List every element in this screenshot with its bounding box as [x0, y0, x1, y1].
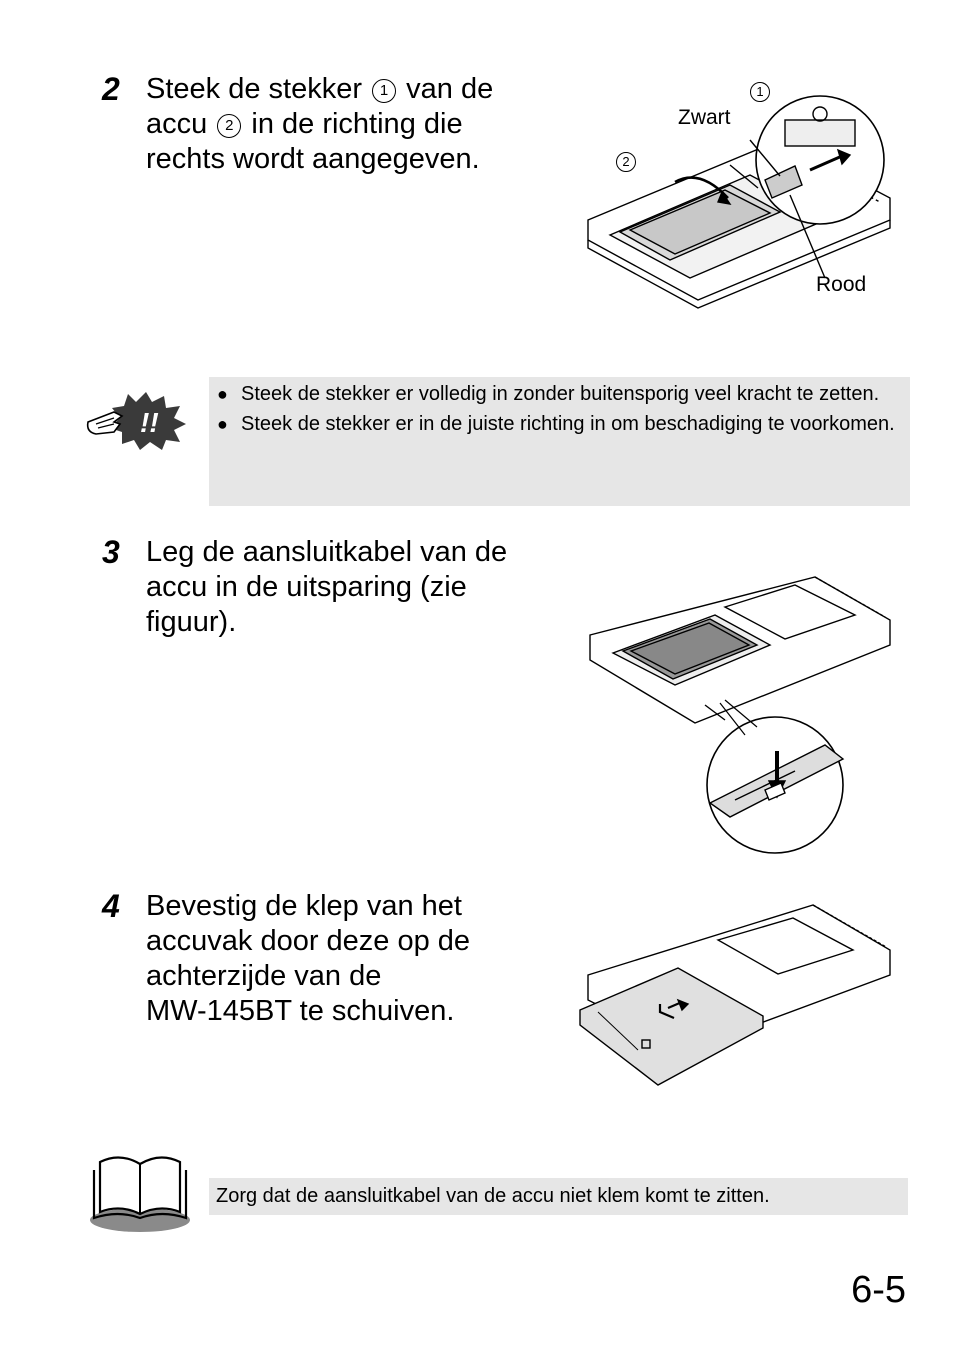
bullet-icon: ● [217, 384, 228, 404]
step-number: 4 [102, 888, 120, 924]
figure-cover-attach [578, 900, 898, 1105]
label-black: Zwart [678, 106, 731, 129]
step-text-line: Bevestig de klep van het [146, 890, 462, 922]
step-text: Bevestig de klep van het accuvak door de… [146, 889, 566, 1029]
circled-number-2: 2 [616, 152, 636, 172]
label-red: Rood [816, 273, 867, 296]
svg-text:!!: !! [140, 407, 159, 438]
device-illustration [587, 95, 891, 309]
step-text-line: Leg de aansluitkabel van de [146, 536, 508, 568]
step-text-part: in de richting die [251, 108, 463, 140]
bullet-icon: ● [217, 414, 228, 434]
caution-icon: !! [84, 388, 190, 452]
device-illustration [579, 904, 891, 1086]
step-text-line: rechts wordt aangegeven. [146, 143, 480, 175]
step-text-line: figuur). [146, 606, 237, 638]
step-text-line: achterzijde van de [146, 960, 382, 992]
note-text: Zorg dat de aansluitkabel van de accu ni… [216, 1185, 770, 1207]
step-text-part: van de [406, 73, 494, 105]
list-item: ● Steek de stekker er volledig in zonder… [217, 379, 907, 409]
circled-number-1: 1 [372, 79, 397, 103]
step-text: Leg de aansluitkabel van de accu in de u… [146, 535, 566, 640]
caution-text: Steek de stekker er volledig in zonder b… [241, 383, 880, 405]
caution-text: Steek de stekker er in de juiste richtin… [241, 413, 895, 435]
hand-exclamation-icon: !! [86, 392, 186, 450]
step-number: 3 [102, 534, 120, 570]
list-item: ● Steek de stekker er in de juiste richt… [217, 409, 907, 439]
step-text-part: accu [146, 108, 208, 140]
figure-battery-connector: Zwart Rood 1 2 [580, 80, 900, 340]
caution-box: ● Steek de stekker er volledig in zonder… [209, 377, 910, 506]
open-book-icon [90, 1156, 190, 1232]
figure-cable-routing [585, 575, 900, 860]
circled-number-1: 1 [750, 82, 770, 102]
step-number: 2 [102, 71, 120, 107]
circled-number-2: 2 [217, 114, 242, 138]
step-text: Steek de stekker 1 van de accu 2 in de r… [146, 72, 566, 177]
step-text-line: accuvak door deze op de [146, 925, 471, 957]
note-box: Zorg dat de aansluitkabel van de accu ni… [209, 1178, 908, 1215]
step-text-line: MW-145BT te schuiven. [146, 995, 455, 1027]
step-text-part: Steek de stekker [146, 73, 362, 105]
step-text-line: accu in de uitsparing (zie [146, 571, 467, 603]
device-illustration [589, 576, 891, 854]
page-number: 6-5 [851, 1269, 906, 1311]
note-icon [88, 1152, 192, 1234]
